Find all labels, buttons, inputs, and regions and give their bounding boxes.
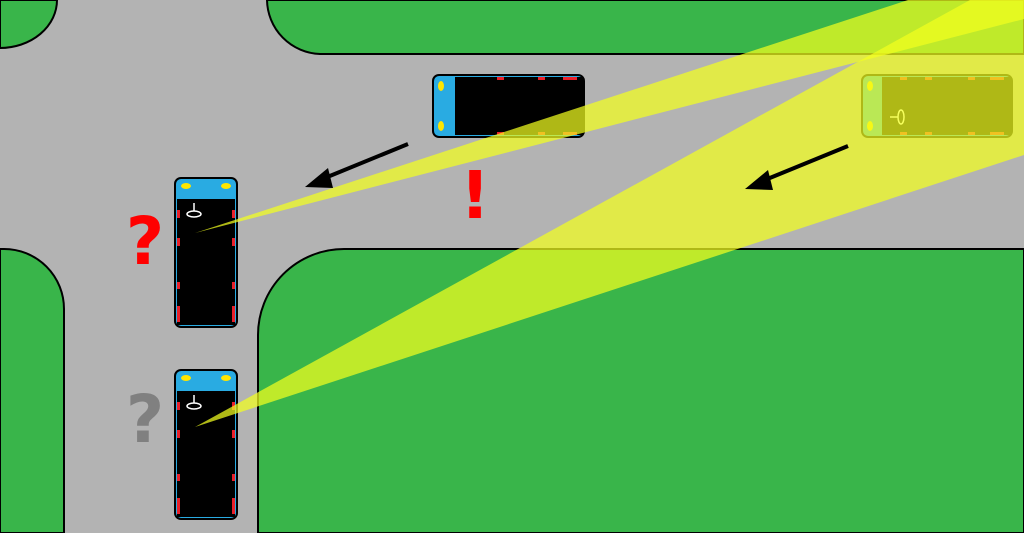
exclamation-mark-icon: !	[460, 157, 490, 234]
beam-to-top-car	[195, 0, 1024, 233]
question-mark-red-icon: ?	[126, 203, 164, 280]
headlight-icon	[438, 121, 444, 131]
grass-bottom-right	[257, 248, 1024, 533]
light-beams	[195, 0, 1024, 427]
arrow-left-down-icon	[305, 142, 409, 188]
arrow-left-down-icon	[745, 144, 849, 190]
headlight-icon	[221, 183, 231, 189]
grass-top-left	[0, 0, 59, 50]
grass-bottom-left	[0, 248, 65, 533]
headlight-icon	[181, 183, 191, 189]
left-car-bottom	[174, 369, 238, 520]
beam-to-bottom-car	[195, 0, 1024, 427]
headlight-icon	[438, 81, 444, 91]
left-car-top	[174, 177, 238, 328]
headlight-icon	[221, 375, 231, 381]
question-mark-gray-icon: ?	[126, 381, 164, 458]
headlight-icon	[181, 375, 191, 381]
